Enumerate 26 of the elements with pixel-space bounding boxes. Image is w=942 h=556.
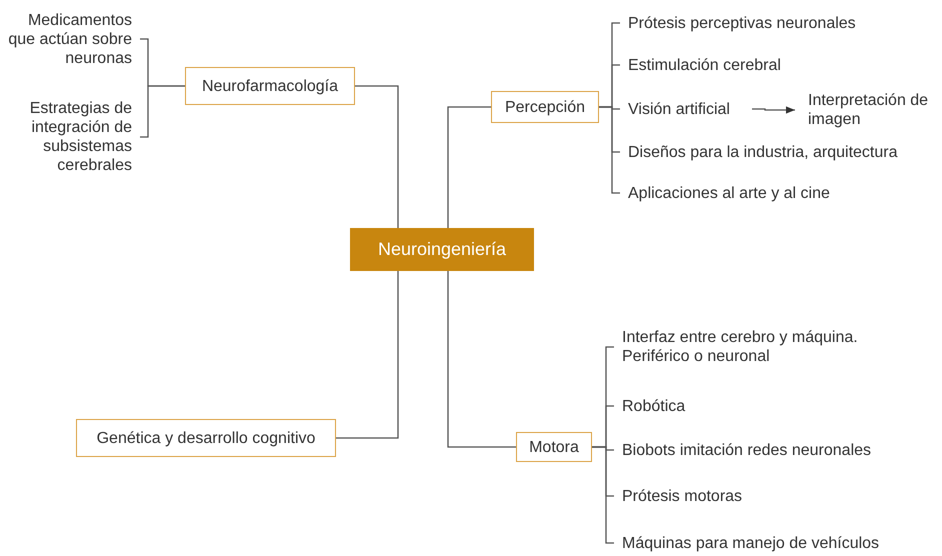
connector-line (355, 85, 399, 228)
branch-text: Máquinas para manejo de vehículos (614, 530, 934, 556)
arrow (752, 106, 795, 114)
topic-box: Percepción (491, 91, 599, 123)
branch-text: Robótica (614, 393, 914, 419)
branch-text: Medicamentos que actúan sobre neuronas (0, 6, 140, 72)
branch-text: Estrategias de integración de subsistemas cerebrales (0, 92, 140, 182)
topic-box: Neurofarmacología (185, 67, 355, 105)
branch-text: Aplicaciones al arte y al cine (620, 180, 920, 206)
central-topic-box: Neuroingeniería (350, 228, 534, 271)
branch-text: Biobots imitación redes neuronales (614, 437, 934, 463)
branch-text: Interpretación de imagen (800, 88, 942, 132)
topic-box: Motora (516, 432, 592, 462)
connector-line (599, 106, 620, 194)
connector-line (447, 106, 491, 228)
branch-text: Visión artificial (620, 96, 752, 122)
branch-text: Prótesis motoras (614, 483, 914, 509)
branch-text: Diseños para la industria, arquitectura (620, 139, 940, 165)
connector-line (140, 85, 185, 138)
connector-line (336, 271, 399, 439)
topic-box: Genética y desarrollo cognitivo (76, 419, 336, 457)
connector-line (592, 446, 614, 544)
connector-line (447, 271, 516, 448)
branch-text: Prótesis perceptivas neuronales (620, 10, 920, 36)
branch-text: Estimulación cerebral (620, 52, 920, 78)
branch-text: Interfaz entre cerebro y máquina. Periférico o neuronal (614, 322, 914, 372)
